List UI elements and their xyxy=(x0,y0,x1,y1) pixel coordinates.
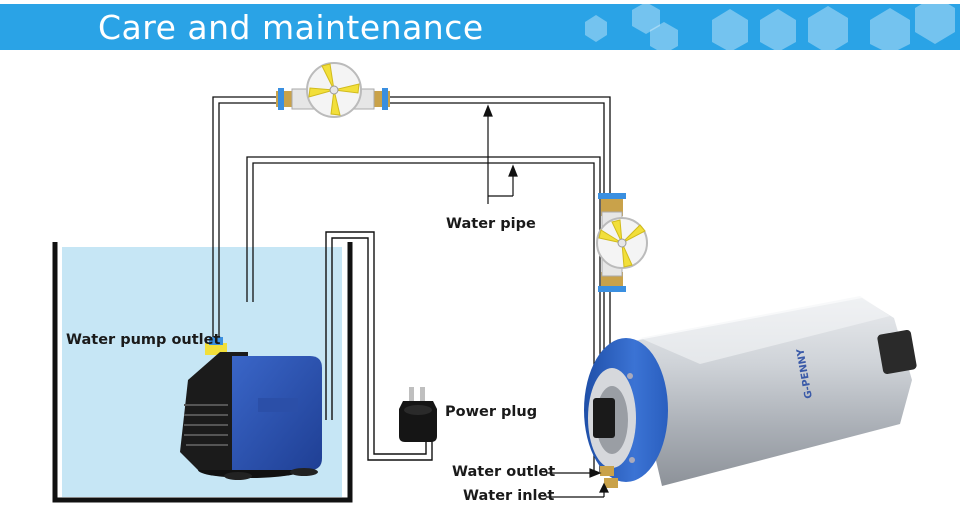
outlet-inlet-callouts xyxy=(546,468,609,498)
water-inlet-label: Water inlet xyxy=(463,488,555,504)
water-pipe-inner xyxy=(246,156,601,472)
water-pump xyxy=(180,337,322,480)
water-pump-outlet-label: Water pump outlet xyxy=(66,332,221,348)
water-pipe-callout xyxy=(483,104,518,204)
header-banner xyxy=(0,0,960,54)
water-pipe-label: Water pipe xyxy=(446,216,536,232)
water-outlet-label: Water outlet xyxy=(452,464,556,480)
power-plug xyxy=(399,387,437,442)
power-plug-label: Power plug xyxy=(445,404,538,420)
hexagon-pattern xyxy=(585,0,955,54)
spindle-motor xyxy=(584,296,917,488)
power-cord xyxy=(325,231,433,461)
page-title: Care and maintenance xyxy=(98,8,484,47)
flow-meter-top xyxy=(276,62,390,118)
flow-meter-side xyxy=(596,193,648,292)
